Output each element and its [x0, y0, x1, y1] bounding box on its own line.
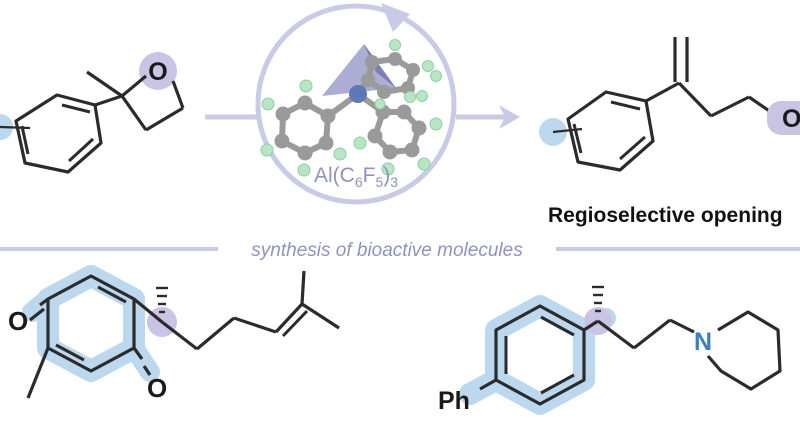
biphenyl-highlight — [485, 295, 595, 415]
phenyl-label: Ph — [438, 387, 470, 415]
circular-arrow-icon — [381, 3, 410, 32]
reactant-oxetane: O — [0, 52, 185, 174]
amine-nitrogen-label: N — [694, 328, 712, 356]
product-benzene-ring — [566, 90, 655, 172]
section-label: synthesis of bioactive molecules — [251, 240, 523, 261]
catalyst-aluminum-atom — [349, 85, 367, 103]
catalyst-carbon-atoms — [274, 52, 427, 161]
reactant-benzene-ring — [14, 93, 103, 174]
amine-hashed-methyl — [592, 285, 604, 313]
catalyst-formula: Al(C6F5)3 — [314, 164, 398, 190]
hydroxyl-highlight — [767, 101, 800, 135]
lewis-acid-pyramid — [322, 44, 396, 96]
catalyst-circle — [255, 3, 457, 205]
reaction-arrow-icon — [456, 105, 520, 129]
target-molecule-amine: Ph N — [438, 285, 782, 415]
quinone-ring-highlight — [37, 265, 145, 382]
catalyst-panel: Al(C6F5)3 — [255, 3, 457, 205]
regioselective-caption: Regioselective opening — [548, 204, 783, 227]
oxetane-oxygen-highlight — [139, 52, 177, 90]
target-molecule-quinone: O O — [8, 265, 340, 403]
oxetane-oxygen-label: O — [148, 58, 167, 86]
hydroxyl-label: OH — [782, 105, 800, 133]
section-divider: synthesis of bioactive molecules — [0, 240, 800, 261]
catalyst-fluorine-atoms — [260, 39, 443, 177]
quinone-oxygen-top: O — [8, 306, 28, 336]
quinone-hashed-methyl — [156, 286, 168, 314]
quinone-oxygen-bottom: O — [147, 373, 167, 403]
product-alcohol: OH — [539, 37, 800, 172]
